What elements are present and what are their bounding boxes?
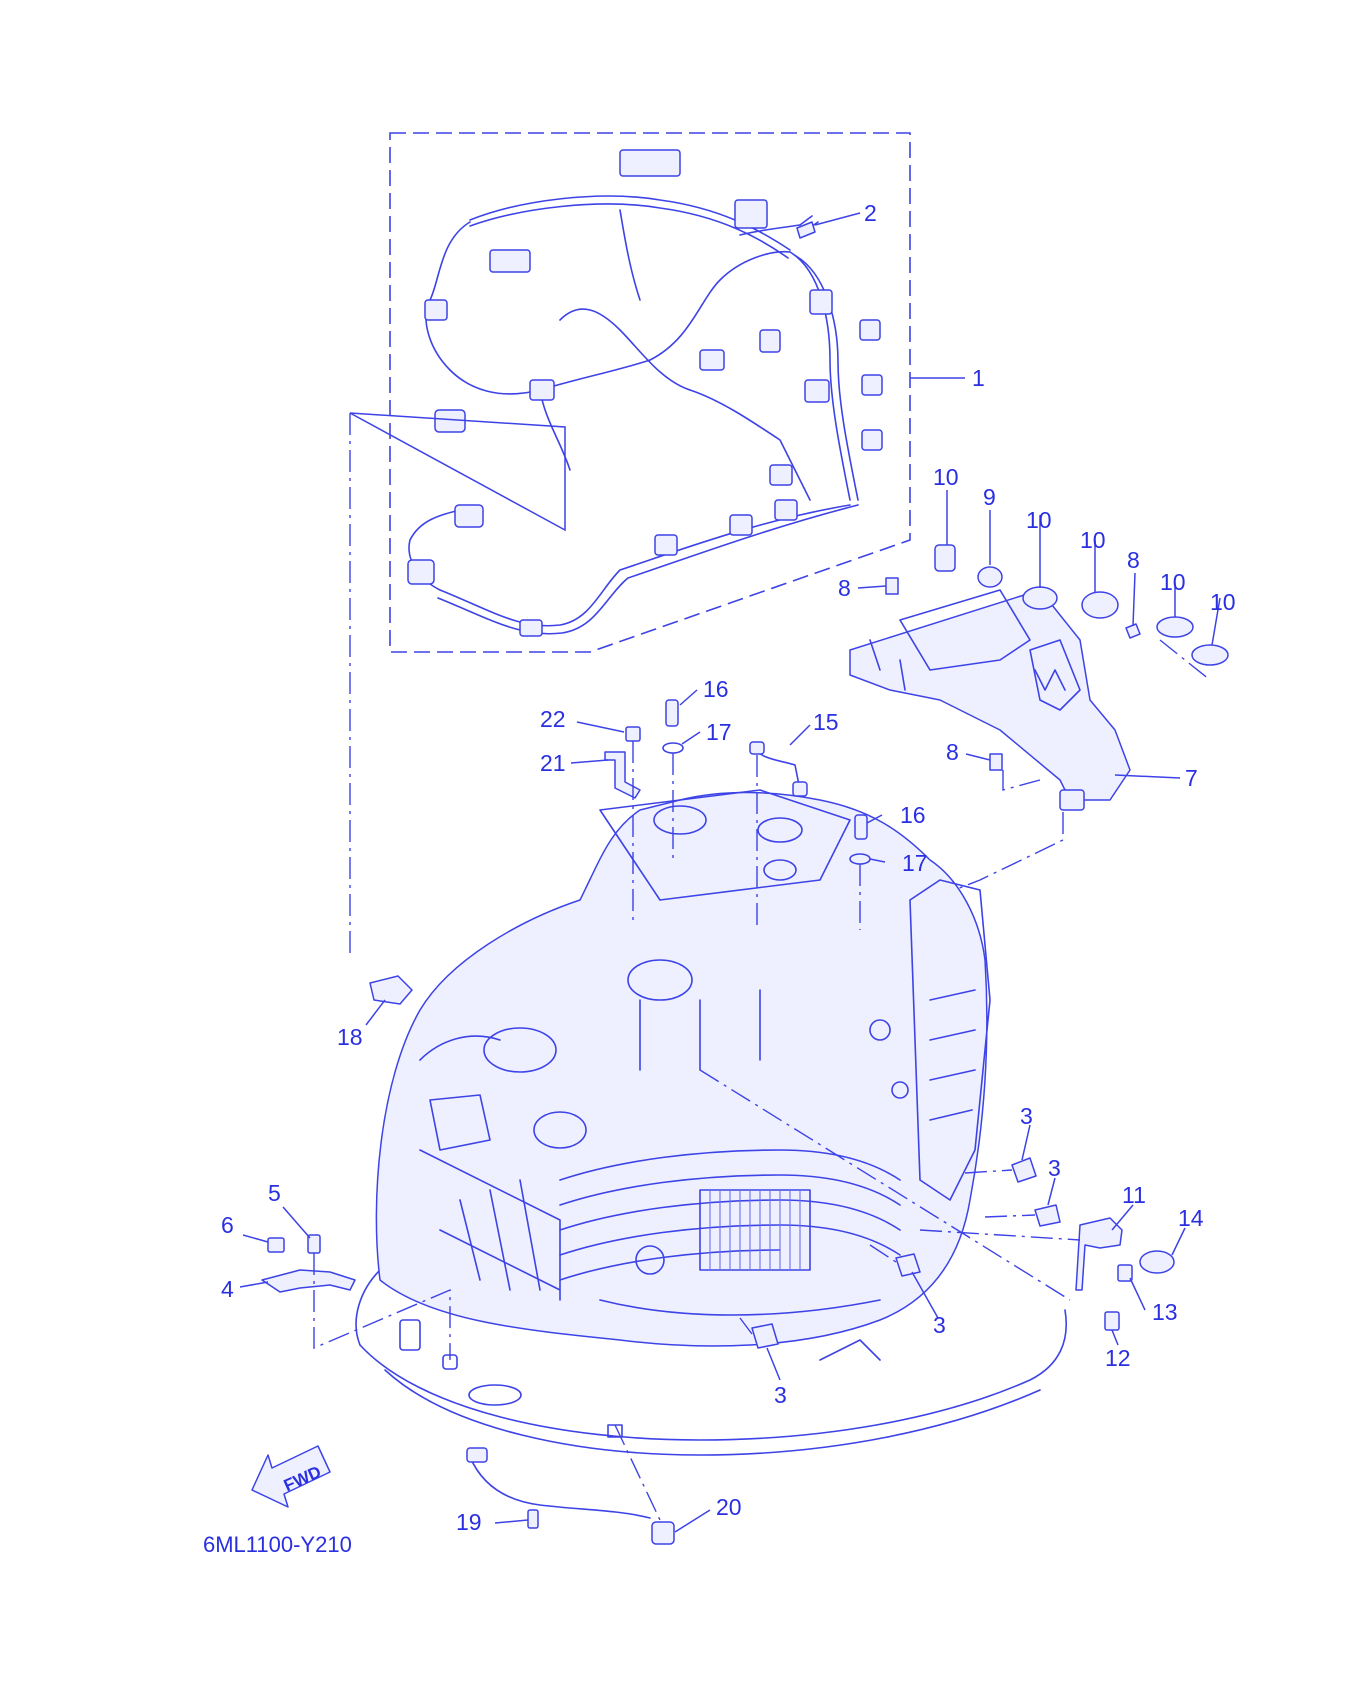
clamp-part-10: [1081, 591, 1119, 619]
engine-block-drawing: [355, 789, 1067, 1456]
callout-18: 18: [337, 1024, 363, 1050]
callout-4: 4: [221, 1276, 234, 1302]
wire-harness-group: [349, 132, 911, 955]
bolt-part-8: [989, 753, 1003, 771]
callout-3: 3: [933, 1312, 946, 1338]
mount-part-3: [751, 1323, 779, 1349]
sensor-part-18: [369, 975, 413, 1005]
nut-part-13: [1117, 1264, 1133, 1282]
callout-8: 8: [838, 575, 851, 601]
callout-7: 7: [1185, 765, 1198, 791]
callout-22: 22: [540, 706, 566, 732]
callout-labels: 1 2 3 3 3 3 4 5 6 7 8 8 8 9 10 10 10 10 …: [221, 200, 1236, 1535]
wire-harness-drawing: [407, 149, 883, 637]
callout-9: 9: [983, 484, 996, 510]
callout-2: 2: [864, 200, 877, 226]
clamp-part-10: [1156, 616, 1194, 638]
clamp-part-10: [1022, 586, 1058, 610]
callout-20: 20: [716, 1494, 742, 1520]
callout-15: 15: [813, 709, 839, 735]
callout-10: 10: [1080, 527, 1106, 553]
bracket-part-11: [1075, 1217, 1123, 1291]
callout-10: 10: [1026, 507, 1052, 533]
callout-3: 3: [1020, 1103, 1033, 1129]
fwd-direction-arrow: FWD: [251, 1445, 331, 1508]
callout-5: 5: [268, 1180, 281, 1206]
part-2-connector: [796, 221, 816, 239]
callout-10: 10: [1210, 589, 1236, 615]
callout-12: 12: [1105, 1345, 1131, 1371]
harness-dashed-boundary: [389, 132, 911, 653]
bracket-part-21: [604, 751, 641, 799]
sensor-part-16: [854, 814, 868, 840]
callout-8: 8: [1127, 547, 1140, 573]
bolt-part-22: [625, 726, 641, 742]
callout-17: 17: [902, 850, 928, 876]
part-6: [267, 1237, 285, 1253]
mount-part-3: [1034, 1204, 1061, 1227]
callout-3: 3: [1048, 1155, 1061, 1181]
callout-13: 13: [1152, 1299, 1178, 1325]
washer-part-17: [662, 742, 684, 754]
bolt-part-8: [885, 577, 899, 595]
bolt-part-12: [1104, 1311, 1120, 1331]
sensor-part-16: [665, 699, 679, 727]
leader-lines: [239, 212, 1221, 1533]
callout-1: 1: [972, 365, 985, 391]
mount-part-3: [895, 1253, 921, 1277]
small-parts: [261, 221, 1175, 1545]
mount-part-3: [1011, 1157, 1037, 1183]
diagram-code: 6ML1100-Y210: [203, 1532, 352, 1557]
callout-11: 11: [1122, 1182, 1146, 1208]
callout-3: 3: [774, 1382, 787, 1408]
callout-17: 17: [706, 719, 732, 745]
electrical-bracket-group: [799, 544, 1229, 951]
callout-19: 19: [456, 1509, 482, 1535]
callout-14: 14: [1178, 1205, 1204, 1231]
callout-21: 21: [540, 750, 566, 776]
clamp-part-14: [1139, 1250, 1175, 1274]
cable-part-20: [469, 1456, 651, 1519]
callout-16: 16: [900, 802, 926, 828]
bolt-part-8: [1125, 623, 1141, 639]
callout-16: 16: [703, 676, 729, 702]
clamp-part-9: [977, 566, 1003, 588]
callout-6: 6: [221, 1212, 234, 1238]
clamp-part-10: [1191, 644, 1229, 666]
part-19: [527, 1509, 539, 1529]
callout-10: 10: [1160, 569, 1186, 595]
callout-10: 10: [933, 464, 959, 490]
callout-8: 8: [946, 739, 959, 765]
bracket-part-4: [261, 1269, 356, 1293]
clamp-part-10: [934, 544, 956, 572]
